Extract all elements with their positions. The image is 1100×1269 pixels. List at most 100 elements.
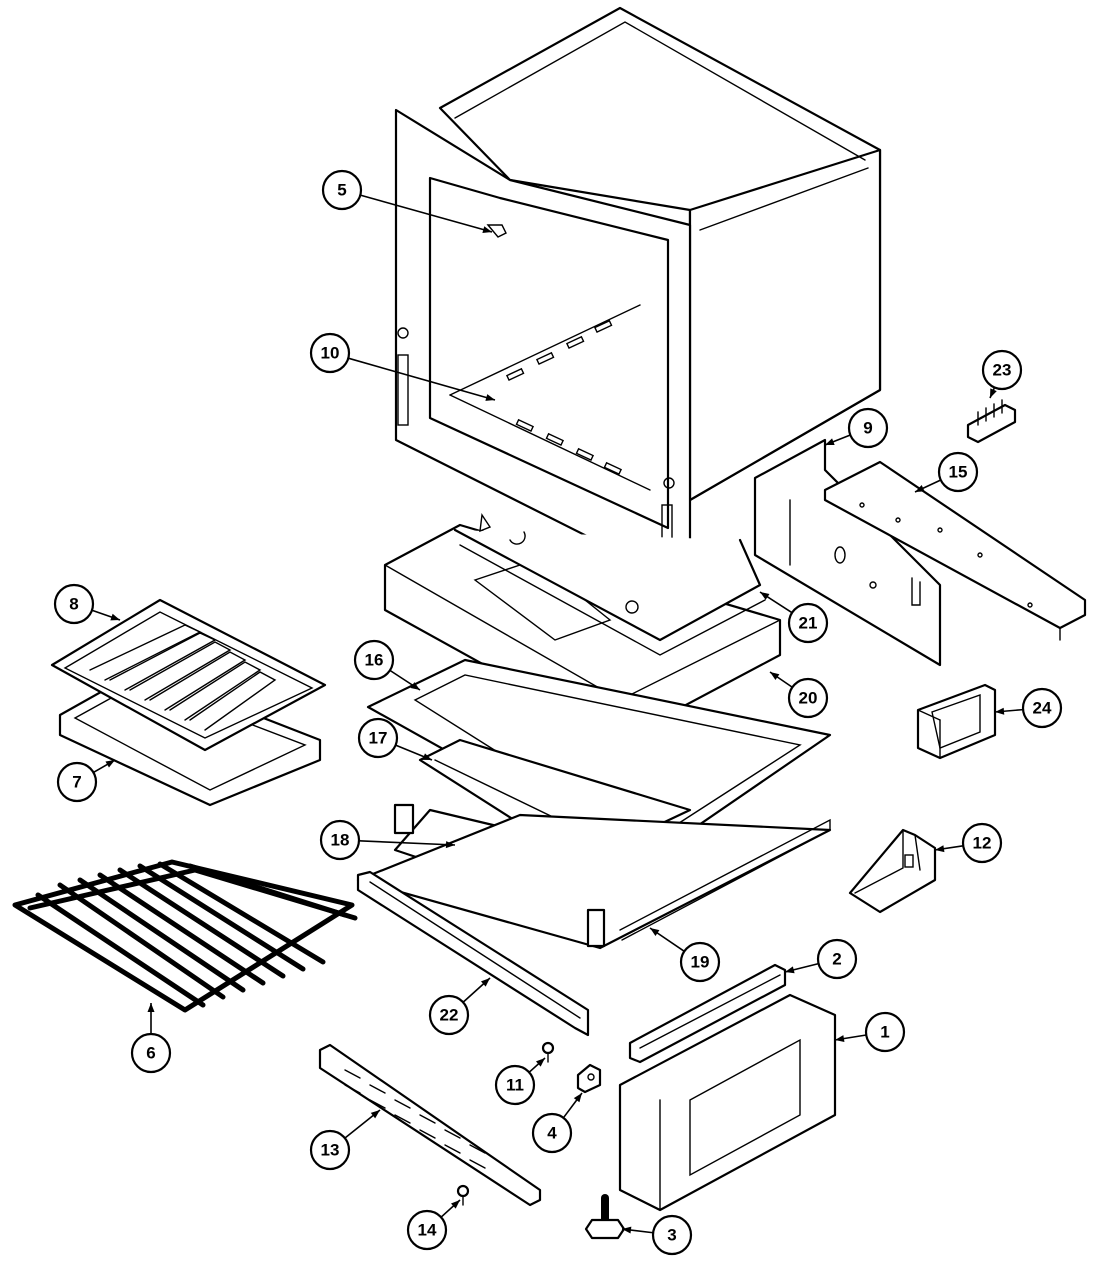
leader-arrow-15 xyxy=(915,485,925,492)
callout-circle-9 xyxy=(847,407,889,449)
callout-circle-23 xyxy=(981,349,1023,391)
leader-arrow-12 xyxy=(935,845,945,853)
callout-number-1: 1 xyxy=(880,1023,889,1042)
drawer-front-frame xyxy=(618,993,837,1212)
callout-19: 19 xyxy=(679,941,721,983)
leader-arrow-1 xyxy=(835,1035,845,1043)
burner-frame xyxy=(453,513,766,656)
callout-14: 14 xyxy=(406,1209,448,1251)
oven-rack xyxy=(12,859,358,1013)
callout-2: 2 xyxy=(816,938,858,980)
strip-2 xyxy=(628,963,787,1064)
callout-number-8: 8 xyxy=(69,595,78,614)
callout-number-13: 13 xyxy=(321,1141,340,1160)
leader-line-10 xyxy=(348,357,496,401)
callout-number-11: 11 xyxy=(506,1076,524,1095)
callout-23: 23 xyxy=(981,349,1023,391)
leader-arrow-3 xyxy=(622,1226,632,1234)
leader-arrow-13 xyxy=(370,1110,380,1119)
leader-arrow-20 xyxy=(770,672,780,680)
panel-13 xyxy=(318,1043,542,1207)
callout-15: 15 xyxy=(937,451,979,493)
leveling-leg-3 xyxy=(584,1194,626,1240)
screw-14 xyxy=(456,1184,470,1206)
callout-number-10: 10 xyxy=(321,344,340,363)
callout-number-22: 22 xyxy=(440,1006,459,1025)
callout-3: 3 xyxy=(651,1214,693,1256)
callout-circle-11 xyxy=(494,1064,536,1106)
broiler-pan-insert xyxy=(50,598,327,752)
rail-22 xyxy=(356,870,590,1037)
terminal-block xyxy=(966,399,1017,444)
drawer-bottom-19 xyxy=(356,813,832,950)
callout-number-15: 15 xyxy=(949,463,968,482)
leader-arrow-19 xyxy=(650,928,660,936)
callout-circle-18 xyxy=(319,819,361,861)
callout-4: 4 xyxy=(531,1112,573,1154)
callout-circle-21 xyxy=(787,602,829,644)
callout-circle-16 xyxy=(353,639,395,681)
callout-number-6: 6 xyxy=(146,1044,155,1063)
callout-circle-24 xyxy=(1021,687,1063,729)
callout-number-16: 16 xyxy=(365,651,384,670)
callout-circle-14 xyxy=(406,1209,448,1251)
leader-arrow-5 xyxy=(482,226,492,233)
leader-arrow-16 xyxy=(410,682,420,690)
leader-line-18 xyxy=(358,840,456,846)
callout-number-7: 7 xyxy=(72,773,81,792)
callout-circle-3 xyxy=(651,1214,693,1256)
callout-circle-13 xyxy=(309,1129,351,1171)
side-bracket xyxy=(823,460,1087,641)
screw-11 xyxy=(541,1041,555,1063)
leader-arrow-8 xyxy=(110,613,120,621)
callout-number-2: 2 xyxy=(832,950,841,969)
callout-5: 5 xyxy=(321,169,363,211)
callout-number-12: 12 xyxy=(973,834,992,853)
side-panel xyxy=(753,438,942,667)
callout-number-21: 21 xyxy=(799,614,818,633)
callout-circle-4 xyxy=(531,1112,573,1154)
callout-11: 11 xyxy=(494,1064,536,1106)
callout-circle-15 xyxy=(937,451,979,493)
callout-circle-8 xyxy=(53,583,95,625)
callout-circle-1 xyxy=(864,1011,906,1053)
callout-12: 12 xyxy=(961,822,1003,864)
callout-number-9: 9 xyxy=(863,419,872,438)
callout-9: 9 xyxy=(847,407,889,449)
leader-arrow-7 xyxy=(105,760,115,768)
callout-number-3: 3 xyxy=(667,1226,676,1245)
angle-bracket-12 xyxy=(848,828,937,914)
callout-number-23: 23 xyxy=(993,361,1012,380)
leader-arrow-4 xyxy=(573,1093,582,1103)
callout-number-19: 19 xyxy=(691,953,710,972)
callout-20: 20 xyxy=(787,677,829,719)
leader-arrow-17 xyxy=(422,753,432,760)
callout-circle-7 xyxy=(56,761,98,803)
leader-arrow-24 xyxy=(995,707,1005,715)
leader-arrow-9 xyxy=(825,438,835,445)
leader-arrow-2 xyxy=(785,966,795,974)
callout-17: 17 xyxy=(357,717,399,759)
callout-22: 22 xyxy=(428,994,470,1036)
callout-circle-10 xyxy=(309,332,351,374)
leader-arrow-10 xyxy=(485,394,495,401)
callout-circle-19 xyxy=(679,941,721,983)
corner-bracket-24 xyxy=(916,683,997,760)
callout-13: 13 xyxy=(309,1129,351,1171)
leader-arrow-11 xyxy=(535,1058,545,1067)
callout-circle-12 xyxy=(961,822,1003,864)
callout-circle-20 xyxy=(787,677,829,719)
leader-lines xyxy=(91,194,1024,1234)
callout-circle-5 xyxy=(321,169,363,211)
callout-circle-2 xyxy=(816,938,858,980)
callout-number-4: 4 xyxy=(547,1124,557,1143)
callout-1: 1 xyxy=(864,1011,906,1053)
callout-number-18: 18 xyxy=(331,831,350,850)
clip-4 xyxy=(576,1063,602,1094)
callout-8: 8 xyxy=(53,583,95,625)
callout-number-20: 20 xyxy=(799,689,818,708)
callout-circle-22 xyxy=(428,994,470,1036)
callout-circle-17 xyxy=(357,717,399,759)
